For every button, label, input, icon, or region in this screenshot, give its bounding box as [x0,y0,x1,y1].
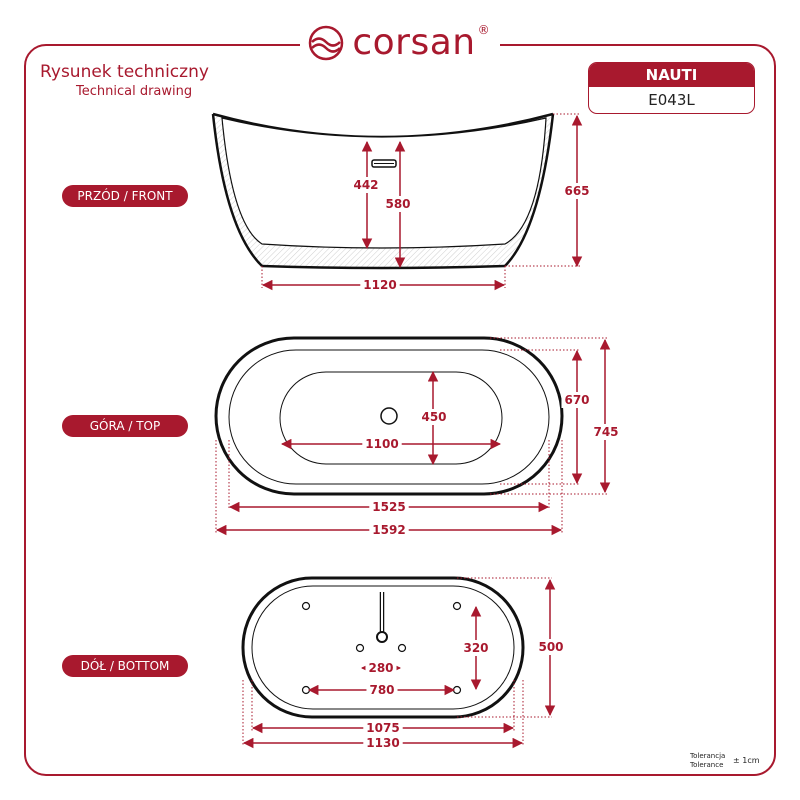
dim-top-inner-length: 1100 [365,437,398,451]
model-badge: NAUTI E043L [588,62,755,114]
dim-top-length-inner: 1525 [372,500,405,514]
dimension-label-background [363,720,403,736]
dimension-label-background [362,436,402,452]
top-view: 450 1100 670 745 1525 1592 [214,336,622,538]
bottom-view: 320 280 780 500 1075 1130 [241,576,567,751]
title-english: Technical drawing [76,84,193,99]
dimension-label-background [350,177,382,193]
dimension-label-background [561,183,593,199]
dim-front-base-length: 1120 [363,278,396,292]
dim-top-inner-width: 450 [421,410,446,424]
dimension-label-background [369,499,409,515]
tolerance-label-en: Tolerance [690,761,724,769]
model-code: E043L [648,91,695,109]
dimension-label-background [418,409,450,425]
foot-icon [397,643,407,653]
model-name: NAUTI [589,63,754,87]
view-label-top: GÓRA / TOP [62,415,188,437]
dimension-label-background [561,392,593,408]
dim-top-length-total: 1592 [372,523,405,537]
dim-bottom-width: 500 [538,640,563,654]
wave-logo-icon [309,25,344,61]
dim-front-overflow-height: 442 [353,178,378,192]
brand-logo: corsan ® [300,18,500,68]
dimension-label-background [590,424,622,440]
dimension-label-background [360,277,400,293]
dim-bottom-length-inner: 1075 [366,721,399,735]
front-view: 442 580 665 1120 [211,112,593,293]
dim-top-width-inner: 670 [564,393,589,407]
tolerance-value: ± 1cm [733,756,760,765]
dimension-label-background [365,660,397,676]
dim-front-inner-depth: 580 [385,197,410,211]
registered-mark: ® [477,23,490,37]
foot-icon [301,601,311,611]
dim-bottom-length-total: 1130 [366,736,399,750]
dim-bottom-leg-spacing-x: 780 [369,683,394,697]
dimension-label-background [535,639,567,655]
view-label-bottom: DÓŁ / BOTTOM [62,655,188,677]
title-polish: Rysunek techniczny [40,62,209,82]
dim-front-total-height: 665 [564,184,589,198]
brand-name: corsan [352,22,476,63]
drain-icon [380,407,398,425]
foot-icon [355,643,365,653]
tolerance-label: Tolerancja Tolerance [690,752,725,770]
dimension-label-background [363,735,403,751]
dimension-label-background [366,682,398,698]
dim-bottom-leg-spacing-y: 320 [463,641,488,655]
foot-icon [452,685,462,695]
view-label-front: PRZÓD / FRONT [62,185,188,207]
foot-icon [301,685,311,695]
dimension-label-background [460,640,492,656]
dimension-label-background [382,196,414,212]
dimension-label-background [369,522,409,538]
tolerance-label-pl: Tolerancja [690,752,726,760]
dim-top-width-total: 745 [593,425,618,439]
foot-icon [452,601,462,611]
dim-bottom-drain-spacing: 280 [368,661,393,675]
